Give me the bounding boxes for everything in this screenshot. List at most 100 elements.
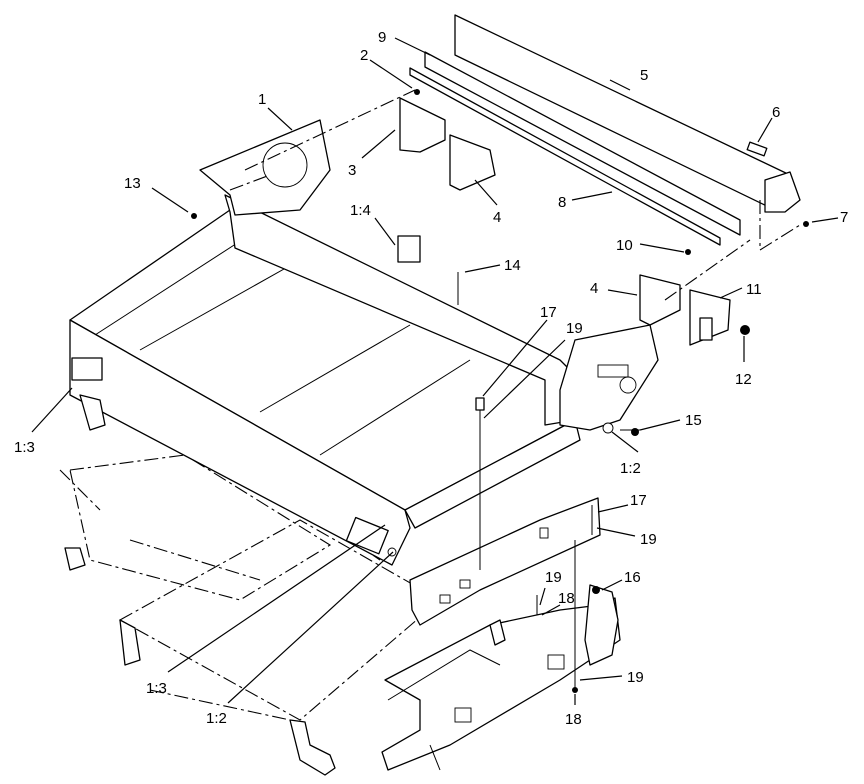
fastener-16 — [592, 586, 600, 594]
alignment-line — [664, 239, 751, 301]
tray-front-wall — [69, 319, 411, 566]
callout-18b: 18 — [565, 711, 582, 728]
alignment-lines — [229, 89, 801, 431]
decal-1-4 — [397, 235, 421, 263]
callout-6: 6 — [772, 104, 780, 121]
fastener-15 — [631, 428, 639, 436]
callout-ref-1-2b: 1:2 — [206, 710, 227, 727]
leader-1-3b — [167, 524, 386, 673]
tray-end-plate-hole — [602, 422, 614, 434]
fastener-12 — [740, 325, 750, 335]
small-brackets — [399, 97, 731, 666]
callout-16: 16 — [624, 569, 641, 586]
mount-stud — [489, 619, 506, 646]
lower-frame-crossbar-2 — [129, 539, 261, 581]
tray-decal-left — [71, 357, 103, 381]
fastener-13 — [191, 213, 197, 219]
upper-mount-channel — [409, 497, 601, 626]
callout-15: 15 — [685, 412, 702, 429]
bracket-part-16 — [584, 584, 619, 666]
callout-11: 11 — [746, 281, 762, 298]
rail-part-5 — [454, 14, 796, 211]
callout-19a: 19 — [566, 320, 583, 337]
lower-mount-frame — [381, 597, 621, 771]
mount-slot — [454, 707, 472, 723]
fastener-10 — [685, 249, 691, 255]
leader-1-2a — [611, 431, 639, 453]
leader-16 — [601, 579, 623, 591]
tray-inner-edge — [94, 237, 246, 336]
callout-8: 8 — [558, 194, 566, 211]
lower-frame — [59, 454, 441, 776]
tray-end-plate-opening — [619, 376, 637, 394]
bracket-part-3 — [399, 97, 446, 153]
tray-panel-seam — [139, 259, 301, 351]
callout-7: 7 — [840, 209, 848, 226]
mounting-bracket-assembly — [381, 497, 621, 771]
leader-1 — [267, 107, 293, 131]
leader-19d — [579, 675, 623, 681]
rail-end-bracket — [764, 171, 801, 213]
leader-5 — [609, 79, 631, 91]
leader-6 — [757, 117, 773, 143]
alignment-line — [229, 174, 271, 191]
leader-1-2b — [227, 551, 394, 704]
callout-1: 1 — [258, 91, 266, 108]
callout-17a: 17 — [540, 304, 557, 321]
lower-frame-left-member — [118, 519, 441, 721]
tray-panel-seam — [319, 359, 471, 456]
leader-4a — [474, 179, 498, 206]
callout-ref-1-4: 1:4 — [350, 202, 371, 219]
callout-ref-1-2a: 1:2 — [620, 460, 641, 477]
callout-14: 14 — [504, 257, 521, 274]
callout-5: 5 — [640, 67, 648, 84]
leader-7 — [811, 217, 839, 223]
mount-slot — [439, 594, 451, 604]
fastener-2 — [414, 89, 420, 95]
tray-rear-wall — [224, 194, 576, 426]
leader-14 — [464, 264, 501, 273]
leader-19b — [596, 527, 636, 537]
callout-ref-1-3a: 1:3 — [14, 439, 35, 456]
leader-13 — [151, 187, 189, 213]
callout-labels: 1 2 3 4 4 5 6 7 8 9 10 11 12 13 14 15 16… — [14, 29, 848, 728]
leader-1-3a — [31, 387, 73, 433]
callout-19c: 19 — [545, 569, 562, 586]
alignment-line — [759, 200, 801, 251]
callout-3: 3 — [348, 162, 356, 179]
fastener-7 — [803, 221, 809, 227]
tray-panel-seam — [259, 324, 411, 413]
tray-right-lip — [404, 419, 581, 529]
callout-13: 13 — [124, 175, 141, 192]
callout-ref-1-3b: 1:3 — [146, 680, 167, 697]
fastener-dots — [191, 89, 809, 693]
mount-frame-edge — [387, 649, 501, 701]
leader-9 — [394, 37, 431, 56]
leader-17a — [482, 319, 548, 397]
lower-frame-left-bracket — [119, 619, 141, 666]
lower-frame-front-foot — [289, 719, 336, 776]
callout-10: 10 — [616, 237, 633, 254]
callout-17b: 17 — [630, 492, 647, 509]
leader-lines — [31, 37, 839, 705]
leader-11 — [719, 287, 743, 299]
bracket-part-4-upper — [449, 134, 496, 191]
leader-19a — [483, 339, 566, 419]
callout-4a: 4 — [493, 209, 501, 226]
alignment-line — [244, 89, 416, 171]
leader-10 — [639, 243, 685, 253]
leader-3 — [361, 129, 396, 159]
rear-rails — [409, 14, 801, 246]
leader-8 — [571, 191, 613, 201]
rail-part-9 — [424, 51, 741, 236]
tray-end-plate-opening — [262, 142, 308, 188]
leader-17b — [597, 504, 629, 513]
fastener-18 — [572, 687, 578, 693]
callout-12: 12 — [735, 371, 752, 388]
leader-4b — [607, 289, 638, 296]
callout-19d: 19 — [627, 669, 644, 686]
mount-slot — [459, 579, 471, 589]
tray-left-foot — [79, 394, 106, 431]
